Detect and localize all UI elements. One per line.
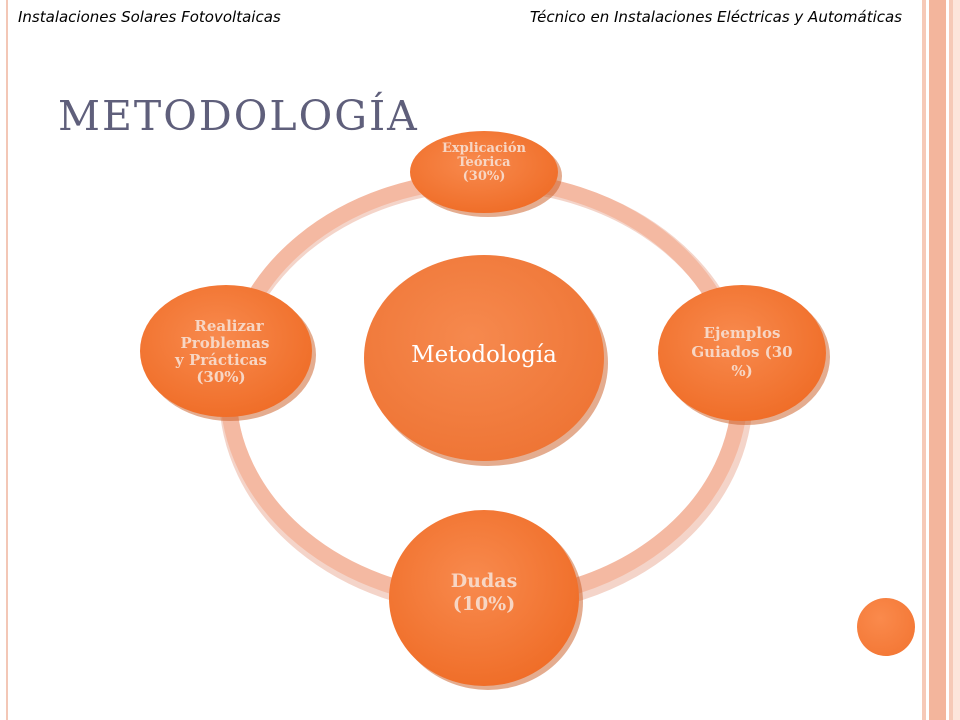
node-label-line: (30%) <box>463 169 506 184</box>
center-node: Metodología <box>364 255 608 466</box>
node-label-line: Problemas <box>181 334 270 352</box>
node-label-line: Guiados (30 <box>691 343 792 361</box>
node-label-line: (30%) <box>196 368 245 386</box>
node-label-line: Ejemplos <box>704 324 781 342</box>
node-explicacion-teorica: Explicación Teórica (30%) <box>410 131 562 217</box>
left-border-line <box>6 0 8 720</box>
node-label-line: y Prácticas <box>174 351 267 369</box>
node-label-line: %) <box>731 362 752 380</box>
node-ejemplos-guiados: Ejemplos Guiados (30 %) <box>658 285 830 425</box>
node-dudas: Dudas (10%) <box>389 510 583 690</box>
center-node-label: Metodología <box>411 342 557 368</box>
header-left-text: Instalaciones Solares Fotovoltaicas <box>18 8 281 26</box>
node-label-line: Realizar <box>194 317 264 335</box>
node-label-line: Teórica <box>457 155 511 170</box>
header-right-text: Técnico en Instalaciones Eléctricas y Au… <box>529 8 902 26</box>
node-label-line: (10%) <box>453 593 515 615</box>
node-label-line: Dudas <box>451 570 518 592</box>
accent-circle <box>857 598 915 656</box>
node-label-line: Explicación <box>442 141 526 156</box>
slide-title: METODOLOGÍA <box>58 92 419 140</box>
node-realizar-problemas: Realizar Problemas y Prácticas (30%) <box>140 285 316 421</box>
right-decorative-bands <box>920 0 960 720</box>
